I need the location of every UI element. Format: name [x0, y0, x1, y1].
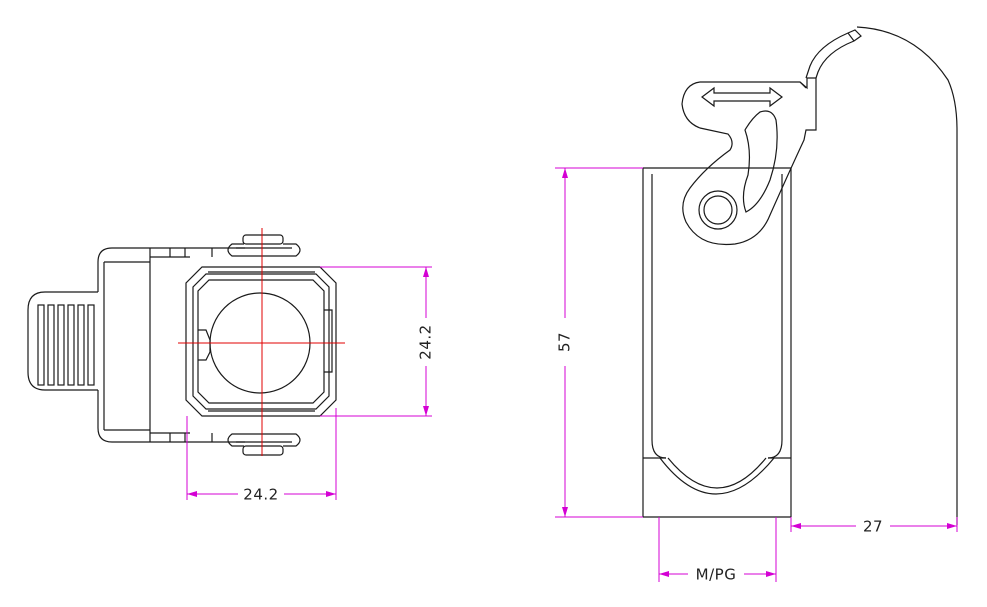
top-view: [27, 234, 337, 456]
lever-pivot: [698, 190, 738, 230]
dim-top-view-width: 24.2: [243, 486, 278, 504]
side-housing: [642, 167, 792, 518]
square-insert: [185, 266, 337, 417]
dim-top-view-height: 24.2: [417, 324, 435, 359]
top-view-dimensions: [186, 266, 432, 500]
latch-tab: [27, 291, 98, 391]
dim-lever-offset: 27: [863, 518, 883, 536]
housing-body: [97, 247, 245, 443]
side-view-dimensions: [555, 167, 958, 582]
mounting-stud-bottom: [227, 433, 301, 456]
lever-swing-arc: [856, 26, 958, 525]
centerlines: [178, 228, 345, 456]
side-view: [642, 26, 958, 525]
mounting-stud-top: [227, 234, 301, 257]
dim-side-view-height: 57: [556, 332, 574, 352]
dim-thread-size: M/PG: [696, 566, 737, 584]
locking-lever: [681, 29, 862, 246]
